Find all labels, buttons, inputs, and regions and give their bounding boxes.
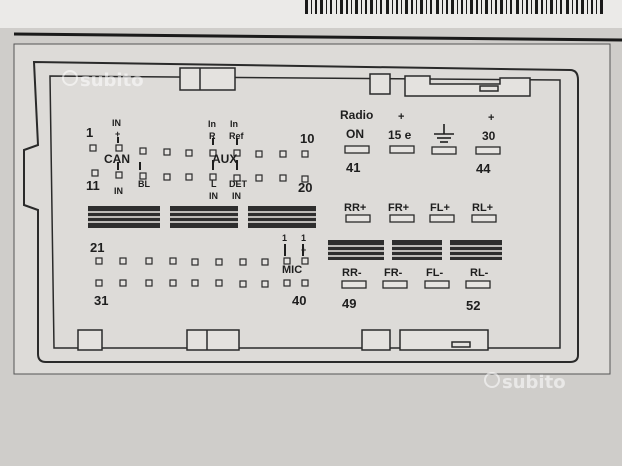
watermark-bottom: subito	[484, 372, 566, 393]
pin-21-label: 21	[90, 240, 104, 255]
aux-r-label: R	[209, 131, 216, 141]
mic-plus-label: +	[301, 245, 306, 255]
labels: 1 10 11 20 21 31 40 41 44 49 52 IN + CAN…	[86, 108, 496, 313]
aux-in-r-top-label: In	[208, 119, 216, 129]
fl-plus-label: FL+	[430, 202, 450, 214]
pin-40-label: 40	[292, 293, 306, 308]
pin-rows	[89, 144, 309, 288]
rr-plus-label: RR+	[344, 202, 366, 214]
pin-44-label: 44	[476, 161, 491, 176]
mic-1a-label: 1	[282, 233, 287, 243]
pin-11-label: 11	[86, 178, 100, 193]
pin-20-label: 20	[298, 180, 312, 195]
thirty-label: 30	[482, 129, 496, 143]
watermark-top-text: subito	[80, 70, 144, 91]
mic-label: MIC	[282, 264, 302, 276]
ground-icon	[434, 124, 454, 143]
plus-30-label: +	[488, 112, 494, 124]
barcode	[305, 0, 603, 14]
connector-keys	[77, 67, 531, 351]
aux-in-det-label: IN	[232, 191, 241, 201]
can-label: CAN	[104, 152, 130, 166]
mic-1b-label: 1	[301, 233, 306, 243]
aux-in-ref-top-label: In	[230, 119, 238, 129]
coding-blocks-speaker	[328, 240, 502, 260]
watermark-top: subito	[62, 70, 144, 91]
aux-ref-label: Ref	[229, 131, 245, 141]
rr-minus-label: RR-	[342, 267, 362, 279]
can-plus-label: +	[115, 129, 120, 139]
pin-marks	[117, 137, 304, 256]
fr-plus-label: FR+	[388, 202, 409, 214]
aux-label: AUX	[212, 152, 237, 166]
pin-10-label: 10	[300, 131, 314, 146]
pin-52-label: 52	[466, 298, 480, 313]
aux-det-label: DET	[229, 179, 248, 189]
aux-in-l-label: IN	[209, 191, 218, 201]
fl-minus-label: FL-	[426, 267, 443, 279]
can-bl-label: BL	[138, 179, 150, 189]
rl-minus-label: RL-	[470, 267, 489, 279]
pin-41-label: 41	[346, 160, 360, 175]
radio-label: Radio	[340, 108, 373, 122]
can-in-bottom-label: IN	[114, 186, 123, 196]
fifteen-e-label: 15 e	[388, 128, 412, 142]
watermark-bottom-text: subito	[502, 372, 566, 393]
pin-31-label: 31	[94, 293, 108, 308]
radio-on-label: ON	[346, 127, 364, 141]
can-in-top-label: IN	[112, 118, 121, 128]
aux-l-label: L	[211, 179, 217, 189]
power-speaker-slots	[341, 145, 501, 289]
rl-plus-label: RL+	[472, 202, 493, 214]
fr-minus-label: FR-	[384, 267, 403, 279]
pin-49-label: 49	[342, 296, 356, 311]
plus-15e-label: +	[398, 111, 404, 123]
coding-blocks-upper	[88, 206, 316, 228]
pin-1-label: 1	[86, 125, 93, 140]
